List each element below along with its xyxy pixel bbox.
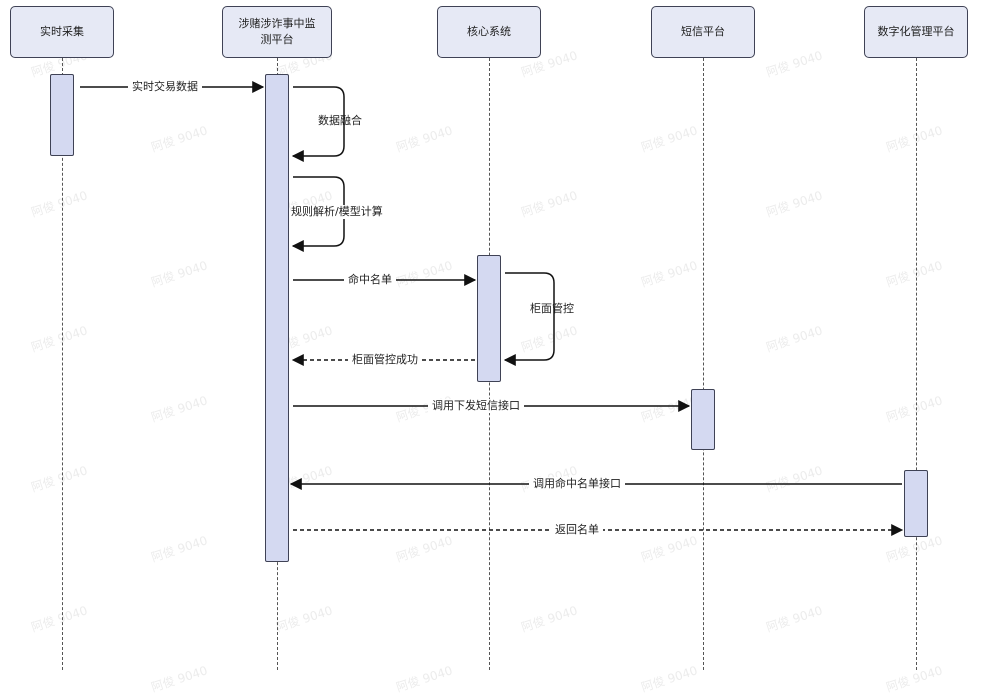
message-label-rule-model: 规则解析/模型计算 (291, 205, 383, 219)
activation-collect (50, 74, 74, 156)
participant-collect: 实时采集 (10, 6, 114, 58)
message-label-call-hit-list: 调用命中名单接口 (529, 477, 625, 491)
participant-label: 数字化管理平台 (877, 25, 955, 38)
message-label-hit-list: 命中名单 (344, 273, 396, 287)
message-label-data-fusion: 数据融合 (318, 114, 362, 127)
participant-sms: 短信平台 (651, 6, 755, 58)
message-label-return-list: 返回名单 (551, 523, 603, 537)
participant-core: 核心系统 (437, 6, 541, 58)
participant-label-line1: 涉赌涉诈事中监 (238, 17, 316, 30)
activation-sms (691, 389, 715, 450)
message-arrow-data-fusion (291, 86, 345, 162)
participant-mgmt: 数字化管理平台 (864, 6, 968, 58)
message-label-control-success: 柜面管控成功 (348, 353, 422, 367)
participant-label-line2: 测平台 (260, 33, 294, 46)
participant-label: 核心系统 (467, 25, 511, 38)
message-label-counter-control: 柜面管控 (530, 302, 574, 315)
message-arrow-counter-control (503, 272, 555, 366)
activation-core (477, 255, 501, 382)
participant-monitor: 涉赌涉诈事中监 测平台 (222, 6, 332, 58)
lifeline-sms (703, 58, 704, 670)
message-label-call-sms: 调用下发短信接口 (428, 399, 524, 413)
message-label-realtime-data: 实时交易数据 (128, 80, 202, 94)
activation-mgmt (904, 470, 928, 537)
lifeline-mgmt (916, 58, 917, 670)
activation-monitor (265, 74, 289, 562)
participant-label: 短信平台 (681, 25, 725, 38)
lifeline-collect (62, 58, 63, 670)
participant-label: 实时采集 (40, 25, 84, 38)
